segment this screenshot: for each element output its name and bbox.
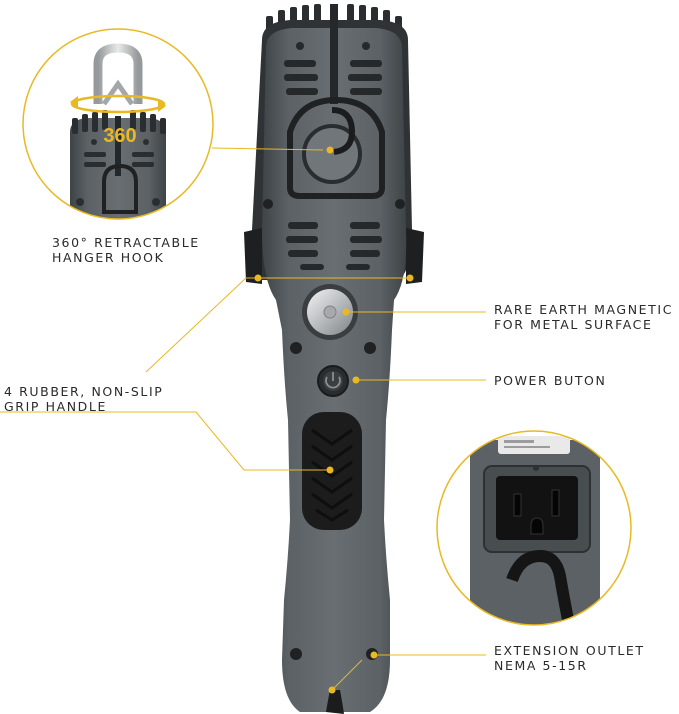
magnet-callout-label: RARE EARTH MAGNETIC FOR METAL SURFACE bbox=[494, 302, 673, 332]
outlet-label-line2: NEMA 5-15R bbox=[494, 658, 588, 673]
power-callout-label: POWER BUTON bbox=[494, 373, 606, 388]
hook-callout-label: 360° RETRACTABLE HANGER HOOK bbox=[52, 235, 200, 265]
callout-dots bbox=[254, 146, 414, 694]
grip-callout-label: 4 RUBBER, NON-SLIP GRIP HANDLE bbox=[4, 384, 163, 414]
callout-lines bbox=[0, 147, 486, 691]
magnet-label-line1: RARE EARTH MAGNETIC bbox=[494, 302, 674, 317]
work-light-body bbox=[244, 4, 424, 714]
hook-inset: 360 bbox=[22, 28, 214, 220]
grip-label-line2: GRIP HANDLE bbox=[4, 399, 107, 414]
magnet-label-line2: FOR METAL SURFACE bbox=[494, 317, 653, 332]
outlet-inset bbox=[436, 430, 632, 626]
outlet-label-line1: EXTENSION OUTLET bbox=[494, 643, 645, 658]
outlet-callout-label: EXTENSION OUTLET NEMA 5-15R bbox=[494, 643, 645, 673]
hook-label-line1: 360° RETRACTABLE bbox=[52, 235, 200, 250]
power-label-line1: POWER BUTON bbox=[494, 373, 607, 388]
grip-label-line1: 4 RUBBER, NON-SLIP bbox=[4, 384, 164, 399]
hook-label-line2: HANGER HOOK bbox=[52, 250, 165, 265]
rotation-badge: 360 bbox=[103, 125, 136, 147]
